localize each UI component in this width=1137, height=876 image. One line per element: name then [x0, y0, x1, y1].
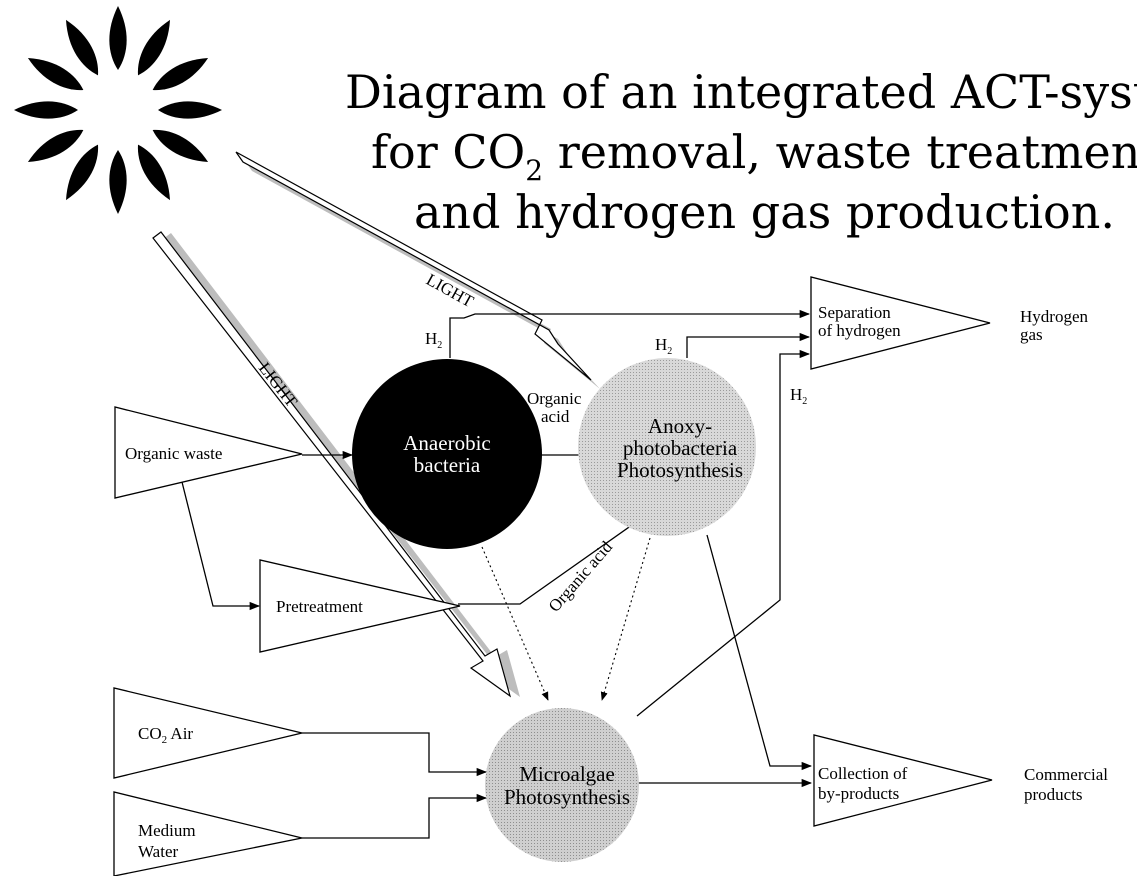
separation-label-2: of hydrogen: [818, 321, 901, 340]
sun-ray: [66, 19, 99, 76]
sun-ray: [137, 144, 170, 201]
sun-ray: [109, 150, 127, 214]
h2-label-microalgae-sub: 2: [802, 396, 807, 407]
sun-ray: [152, 58, 209, 91]
sun-ray: [27, 58, 84, 91]
sun-ray: [158, 101, 222, 119]
h2-label-microalgae-prefix: H: [790, 385, 802, 404]
sun-ray: [152, 129, 209, 162]
h2-label-microalgae: H2: [790, 385, 807, 407]
separation-node: Separation of hydrogen: [810, 276, 991, 370]
h2-label-anoxy: H2: [655, 335, 672, 357]
commercial-products-label-2: products: [1024, 785, 1083, 804]
h2-label-anoxy-sub: 2: [667, 346, 672, 357]
collection-node: Collection of by-products: [813, 734, 993, 827]
anoxy-photobacteria-node: Anoxy- photobacteria Photosynthesis: [578, 358, 756, 536]
organic-acid-label-1: Organic: [527, 389, 582, 408]
separation-label-1: Separation: [818, 303, 891, 322]
anaerobic-label-1: Anaerobic: [403, 431, 490, 455]
co2-air-label: CO2 Air: [138, 724, 193, 746]
sun-icon: [14, 6, 222, 214]
sun-ray: [14, 101, 78, 119]
title-co2-subscript: 2: [525, 154, 543, 187]
medium-label: Medium: [138, 821, 196, 840]
anoxy-label-1: Anoxy-: [648, 414, 712, 438]
hydrogen-gas-label-2: gas: [1020, 325, 1043, 344]
co2-air-node: CO2 Air: [113, 687, 303, 779]
title-line-2: for CO2 removal, waste treatment: [371, 125, 1137, 187]
sun-ray: [109, 6, 127, 70]
medium-water-node: Medium Water: [113, 791, 303, 876]
sun-ray: [137, 19, 170, 76]
anaerobic-bacteria-node: Anaerobic bacteria: [352, 359, 542, 549]
collection-label-2: by-products: [818, 784, 899, 803]
co2-air-suffix: Air: [167, 724, 193, 743]
title-line-2-rest: removal, waste treatment: [543, 125, 1137, 179]
pretreatment-label: Pretreatment: [276, 597, 363, 616]
sun-ray: [27, 129, 84, 162]
co2-air-sub: 2: [162, 734, 168, 746]
hydrogen-gas-label-1: Hydrogen: [1020, 307, 1088, 326]
water-label: Water: [138, 842, 178, 861]
organic-waste-node: Organic waste: [114, 406, 303, 499]
h2-label-anaerobic-sub: 2: [437, 340, 442, 351]
title-line-1: Diagram of an integrated ACT-syste: [345, 65, 1137, 119]
organic-acid-label-2: acid: [541, 407, 570, 426]
h2-label-anoxy-prefix: H: [655, 335, 667, 354]
diagram-title: Diagram of an integrated ACT-syste for C…: [345, 65, 1137, 239]
h2-label-anaerobic: H2: [425, 329, 442, 351]
co2-air-prefix: CO: [138, 724, 162, 743]
light-label-lower: LIGHT: [255, 359, 302, 411]
anaerobic-label-2: bacteria: [414, 453, 481, 477]
sun-ray: [66, 144, 99, 201]
h2-label-anaerobic-prefix: H: [425, 329, 437, 348]
commercial-products-label-1: Commercial: [1024, 765, 1108, 784]
microalgae-node: Microalgae Photosynthesis: [485, 708, 639, 862]
anoxy-label-3: Photosynthesis: [617, 458, 743, 482]
microalgae-label-1: Microalgae: [519, 762, 615, 786]
title-co-text: for CO: [371, 125, 525, 179]
title-line-3: and hydrogen gas production.: [414, 185, 1115, 239]
organic-waste-label: Organic waste: [125, 444, 222, 463]
anoxy-label-2: photobacteria: [623, 436, 738, 460]
organic-acid-diagonal-label: Organic acid: [545, 537, 617, 616]
microalgae-label-2: Photosynthesis: [504, 785, 630, 809]
collection-label-1: Collection of: [818, 764, 908, 783]
